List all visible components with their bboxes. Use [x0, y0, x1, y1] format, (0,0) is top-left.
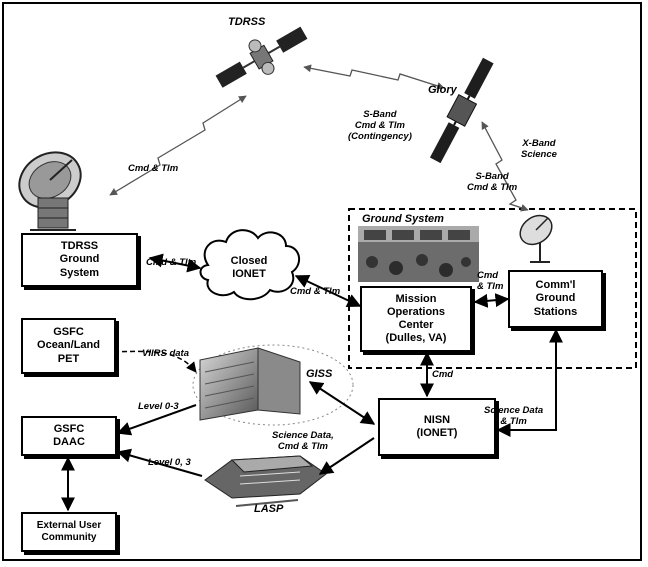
ionet-moc-cmd-tlm-label: Cmd & Tlm: [290, 286, 341, 297]
science-data-tlm-label: Science Data & Tlm: [484, 405, 544, 427]
level-0-comma-3-label: Level 0, 3: [148, 457, 191, 468]
gsfc-daac-box: GSFC DAAC: [21, 416, 117, 456]
xband-science-label: X-Band Science: [521, 138, 557, 160]
link-comml-nisn: [496, 328, 563, 437]
comml-ground-stations-box: Comm'l Ground Stations: [508, 270, 603, 328]
gsfc-ocean-land-pet-box: GSFC Ocean/Land PET: [21, 318, 116, 374]
glory-label: Glory: [428, 84, 457, 96]
link-ionet-moc: [294, 275, 362, 307]
tdrss-ground-dish-icon: [18, 151, 82, 231]
lasp-building-icon: [204, 455, 327, 507]
science-cmd-tlm-label: Science Data, Cmd & Tlm: [272, 430, 334, 452]
external-user-community-box: External User Community: [21, 512, 117, 552]
mission-control-photo: [358, 226, 479, 282]
lasp-label: LASP: [254, 503, 284, 515]
link-giss-nisn: [308, 381, 376, 425]
closed-ionet-cloud: [199, 229, 301, 301]
glory-satellite-icon: [429, 57, 494, 164]
link-tdrss-glory-rf: [303, 64, 445, 90]
moc-comml-cmd-tlm-label: Cmd & Tlm: [477, 270, 504, 292]
ground-system-label: Ground System: [362, 213, 444, 225]
tdrss-label: TDRSS: [228, 16, 266, 28]
mission-operations-center-box: Mission Operations Center (Dulles, VA): [360, 286, 472, 352]
link-lasp-nisn: [318, 437, 375, 475]
moc-nisn-cmd-label: Cmd: [432, 369, 454, 380]
ground-ionet-cmd-tlm-label: Cmd & Tlm: [146, 257, 197, 268]
giss-label: GISS: [306, 368, 333, 380]
link-moc-comml: [473, 293, 510, 308]
link-pet-giss: [113, 350, 197, 373]
tdrss-cmd-tlm-label: Cmd & Tlm: [128, 163, 179, 174]
link-giss-daac: [116, 404, 197, 436]
tdrss-ground-system-box: TDRSS Ground System: [21, 233, 138, 287]
tdrss-satellite-icon: [215, 26, 308, 88]
comml-dish-icon: [519, 214, 553, 263]
viirs-data-label: VIIRS data: [142, 348, 189, 359]
link-glory-comml-rf: [481, 121, 529, 212]
level-0-3-label: Level 0-3: [138, 401, 179, 412]
link-tdrssground-ionet: [148, 253, 202, 273]
closed-ionet-label: Closed IONET: [230, 255, 268, 281]
nisn-ionet-box: NISN (IONET): [378, 398, 496, 456]
link-lasp-daac: [116, 448, 203, 477]
sband-contingency-label: S-Band Cmd & Tlm (Contingency): [348, 109, 412, 142]
link-tdrss-ground-rf: [109, 95, 247, 196]
giss-building-icon: [192, 344, 354, 426]
sband-cmd-tlm-label: S-Band Cmd & Tlm: [467, 171, 518, 193]
